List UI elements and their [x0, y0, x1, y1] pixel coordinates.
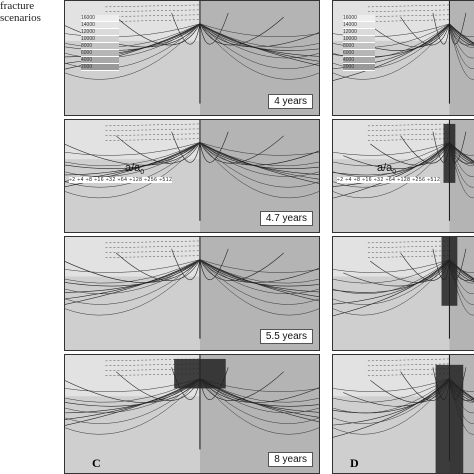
legend-d-16000: 16000: [343, 15, 375, 22]
aa-subscript: 0: [140, 169, 145, 177]
header-line-1: fracture: [0, 0, 35, 12]
time-label: 4 years: [268, 94, 313, 109]
legend-12000: 12000: [81, 29, 119, 36]
legend-2000: 2000: [81, 64, 119, 71]
legend-d-6000: 6000: [343, 50, 375, 57]
contour-plot: [333, 355, 474, 473]
aa-label-d: a/a0: [377, 162, 396, 176]
panel-c-3: 5.5 years: [64, 236, 320, 351]
legend-14000: 14000: [81, 22, 119, 29]
contour-plot: [65, 120, 319, 232]
aa-scale-d: ÷2 ÷4 ÷8 ÷16 ÷32 ÷64 ÷128 ÷256 ÷512: [337, 177, 441, 183]
legend-d-12000: 12000: [343, 29, 375, 36]
time-label: 8 years: [268, 452, 313, 467]
panel-d-3: [332, 236, 474, 351]
legend-8000: 8000: [81, 43, 119, 50]
column-label-d: D: [350, 456, 359, 470]
contour-plot: [65, 355, 319, 473]
panel-c-2: a/a0 ÷2 ÷4 ÷8 ÷16 ÷32 ÷64 ÷128 ÷256 ÷512…: [64, 119, 320, 233]
contour-plot: [65, 1, 319, 115]
figure-header: fracture scenarios: [0, 0, 41, 24]
aa-subscript-d: 0: [392, 169, 397, 177]
time-label: 4.7 years: [259, 211, 313, 226]
legend-d-14000: 14000: [343, 22, 375, 29]
aa-text: a/a: [125, 162, 141, 174]
color-legend: 16000 14000 12000 10000 8000 6000 4000 2…: [81, 15, 119, 71]
panel-d-2: a/a0 ÷2 ÷4 ÷8 ÷16 ÷32 ÷64 ÷128 ÷256 ÷512: [332, 119, 474, 233]
column-label-c: C: [92, 456, 101, 470]
legend-d-4000: 4000: [343, 57, 375, 64]
aa-text-d: a/a: [377, 162, 393, 174]
time-label: 5.5 years: [259, 329, 313, 344]
legend-6000: 6000: [81, 50, 119, 57]
legend-16000: 16000: [81, 15, 119, 22]
panel-c-4: 8 years: [64, 354, 320, 474]
contour-plot: [333, 237, 474, 350]
color-legend-d: 16000 14000 12000 10000 8000 6000 4000 2…: [343, 15, 375, 71]
legend-d-10000: 10000: [343, 36, 375, 43]
aa-scale: ÷2 ÷4 ÷8 ÷16 ÷32 ÷64 ÷128 ÷256 ÷512: [69, 177, 173, 183]
contour-plot: [333, 120, 474, 232]
legend-d-8000: 8000: [343, 43, 375, 50]
panel-d-1: 16000 14000 12000 10000 8000 6000 4000 2…: [332, 0, 474, 116]
aa-label: a/a0: [125, 162, 144, 176]
header-line-2: scenarios: [0, 12, 41, 24]
legend-d-2000: 2000: [343, 64, 375, 71]
legend-10000: 10000: [81, 36, 119, 43]
legend-4000: 4000: [81, 57, 119, 64]
panel-c-1: 16000 14000 12000 10000 8000 6000 4000 2…: [64, 0, 320, 116]
